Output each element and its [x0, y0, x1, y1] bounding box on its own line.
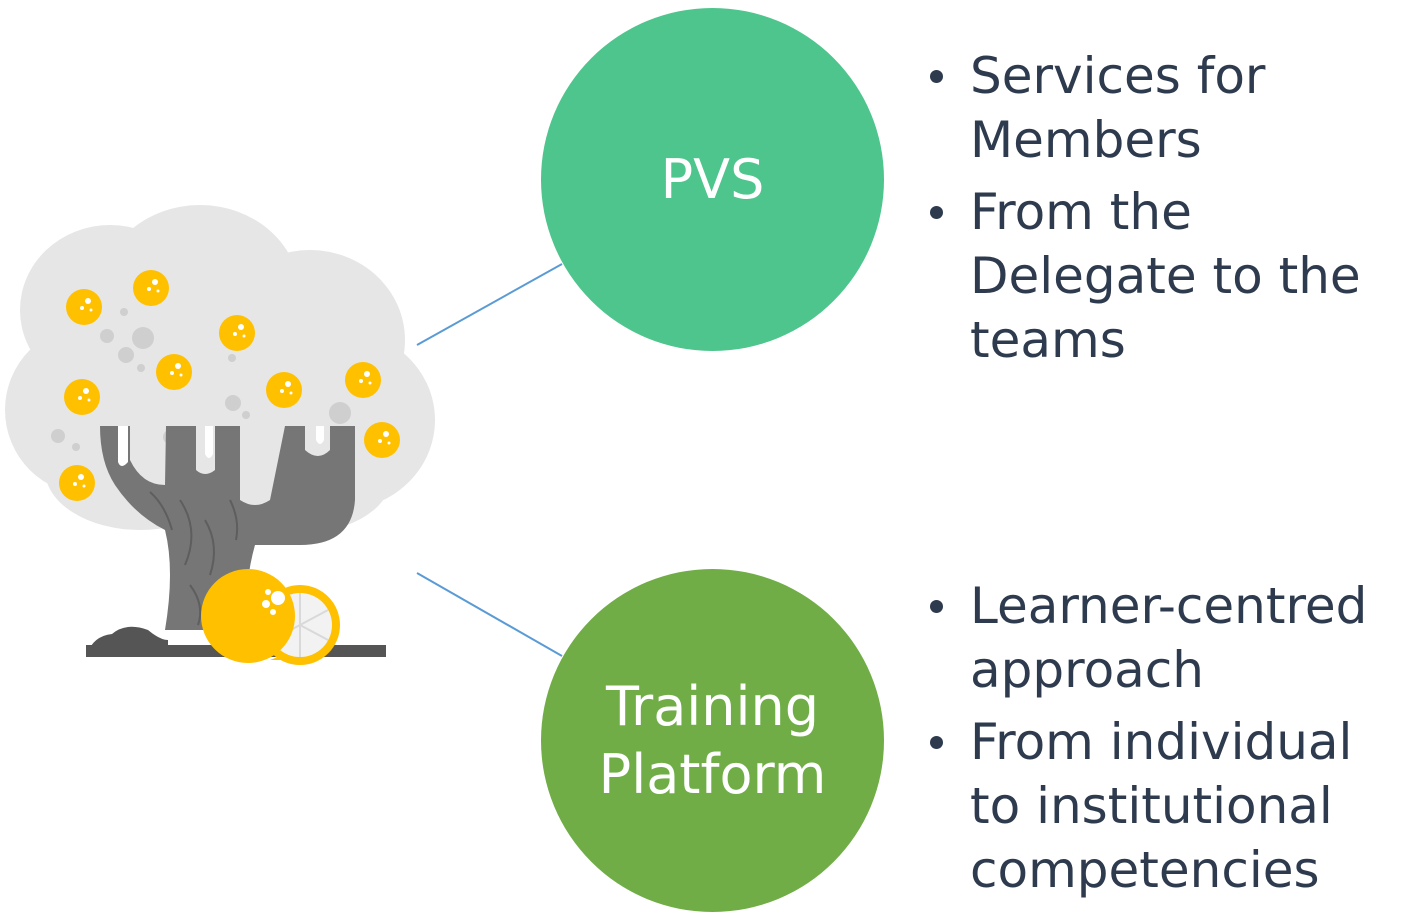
bullet-item: Learner-centred approach — [922, 574, 1402, 702]
tree-oranges — [59, 270, 400, 501]
connector-training — [416, 572, 563, 657]
orange-highlights — [73, 279, 391, 488]
pvs-bullet-list: Services for Members From the Delegate t… — [922, 44, 1402, 380]
training-platform-label: Training Platform — [598, 675, 827, 806]
orange-tree-icon — [5, 205, 435, 665]
training-bullet-list: Learner-centred approach From individual… — [922, 574, 1402, 910]
bullet-item: From individual to institutional compete… — [922, 710, 1402, 902]
bullet-item: From the Delegate to the teams — [922, 180, 1402, 372]
pvs-circle: PVS — [541, 8, 884, 351]
canopy-dots — [51, 308, 351, 451]
training-platform-circle: Training Platform — [541, 569, 884, 912]
big-orange — [201, 569, 295, 663]
connector-pvs — [416, 263, 563, 346]
bullet-item: Services for Members — [922, 44, 1402, 172]
pvs-label: PVS — [660, 147, 765, 211]
tree-trunk — [100, 426, 355, 630]
